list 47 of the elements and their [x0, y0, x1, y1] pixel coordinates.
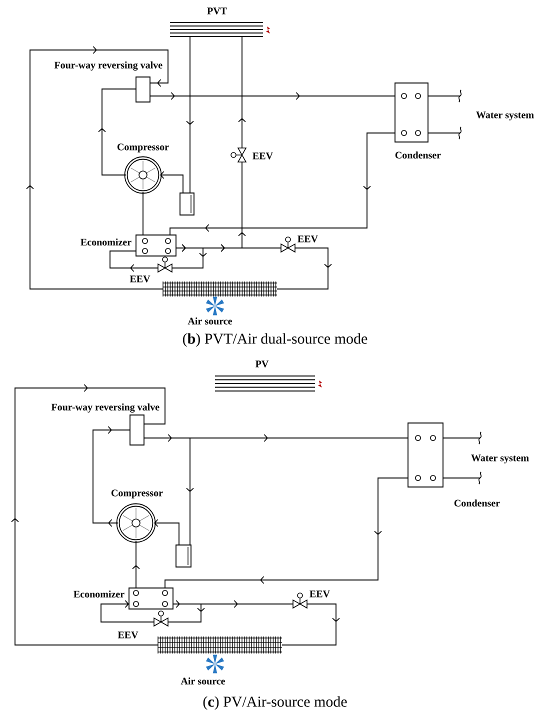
component-label: EEV [130, 276, 150, 282]
accumulator [180, 192, 194, 216]
component-label: Condenser [395, 151, 441, 159]
pipe [132, 540, 140, 588]
component-label: EEV [298, 236, 318, 242]
caption: (c) PV/Air-source mode [203, 696, 347, 710]
pipe [26, 46, 168, 290]
component-label: Air source [188, 317, 232, 325]
pipe [11, 384, 166, 646]
pipe [442, 472, 482, 484]
component-label: Four-way reversing valve [54, 61, 162, 71]
pipe [144, 438, 194, 546]
pipe [276, 248, 332, 290]
pipe [238, 36, 246, 148]
pipe [150, 92, 396, 100]
pipe [442, 432, 482, 444]
pipe-label: Water system [471, 454, 529, 464]
component-label: Condenser [454, 499, 500, 507]
component-label: Air source [180, 677, 226, 685]
component-label: PVT [207, 8, 227, 14]
component-label: EEV [310, 590, 330, 598]
pipe [172, 248, 207, 268]
pipe [170, 132, 396, 236]
component-label: Compressor [117, 144, 169, 152]
caption: (b) PVT/Air dual-source mode [182, 333, 368, 347]
pipe [142, 192, 144, 236]
pipe [98, 88, 136, 176]
pipe [428, 90, 462, 102]
component-label: EEV [118, 632, 138, 638]
component-label: PV [256, 360, 269, 368]
component-label: Compressor [111, 490, 163, 498]
pipe [110, 250, 158, 272]
component-label: Economizer [74, 590, 124, 598]
pipe [154, 519, 180, 546]
pipe [428, 126, 462, 140]
pipe [186, 36, 194, 194]
pipe [168, 604, 205, 622]
component-label: Economizer [80, 238, 132, 246]
pipe [164, 478, 408, 588]
pipe [100, 600, 154, 622]
pipe [282, 604, 340, 646]
accumulator [176, 544, 192, 568]
component-label: Four-way reversing valve [51, 403, 160, 413]
pipe [160, 171, 184, 194]
component-label: EEV [252, 152, 273, 160]
pipe [92, 426, 130, 527]
pipe-label: Water system [476, 112, 534, 120]
